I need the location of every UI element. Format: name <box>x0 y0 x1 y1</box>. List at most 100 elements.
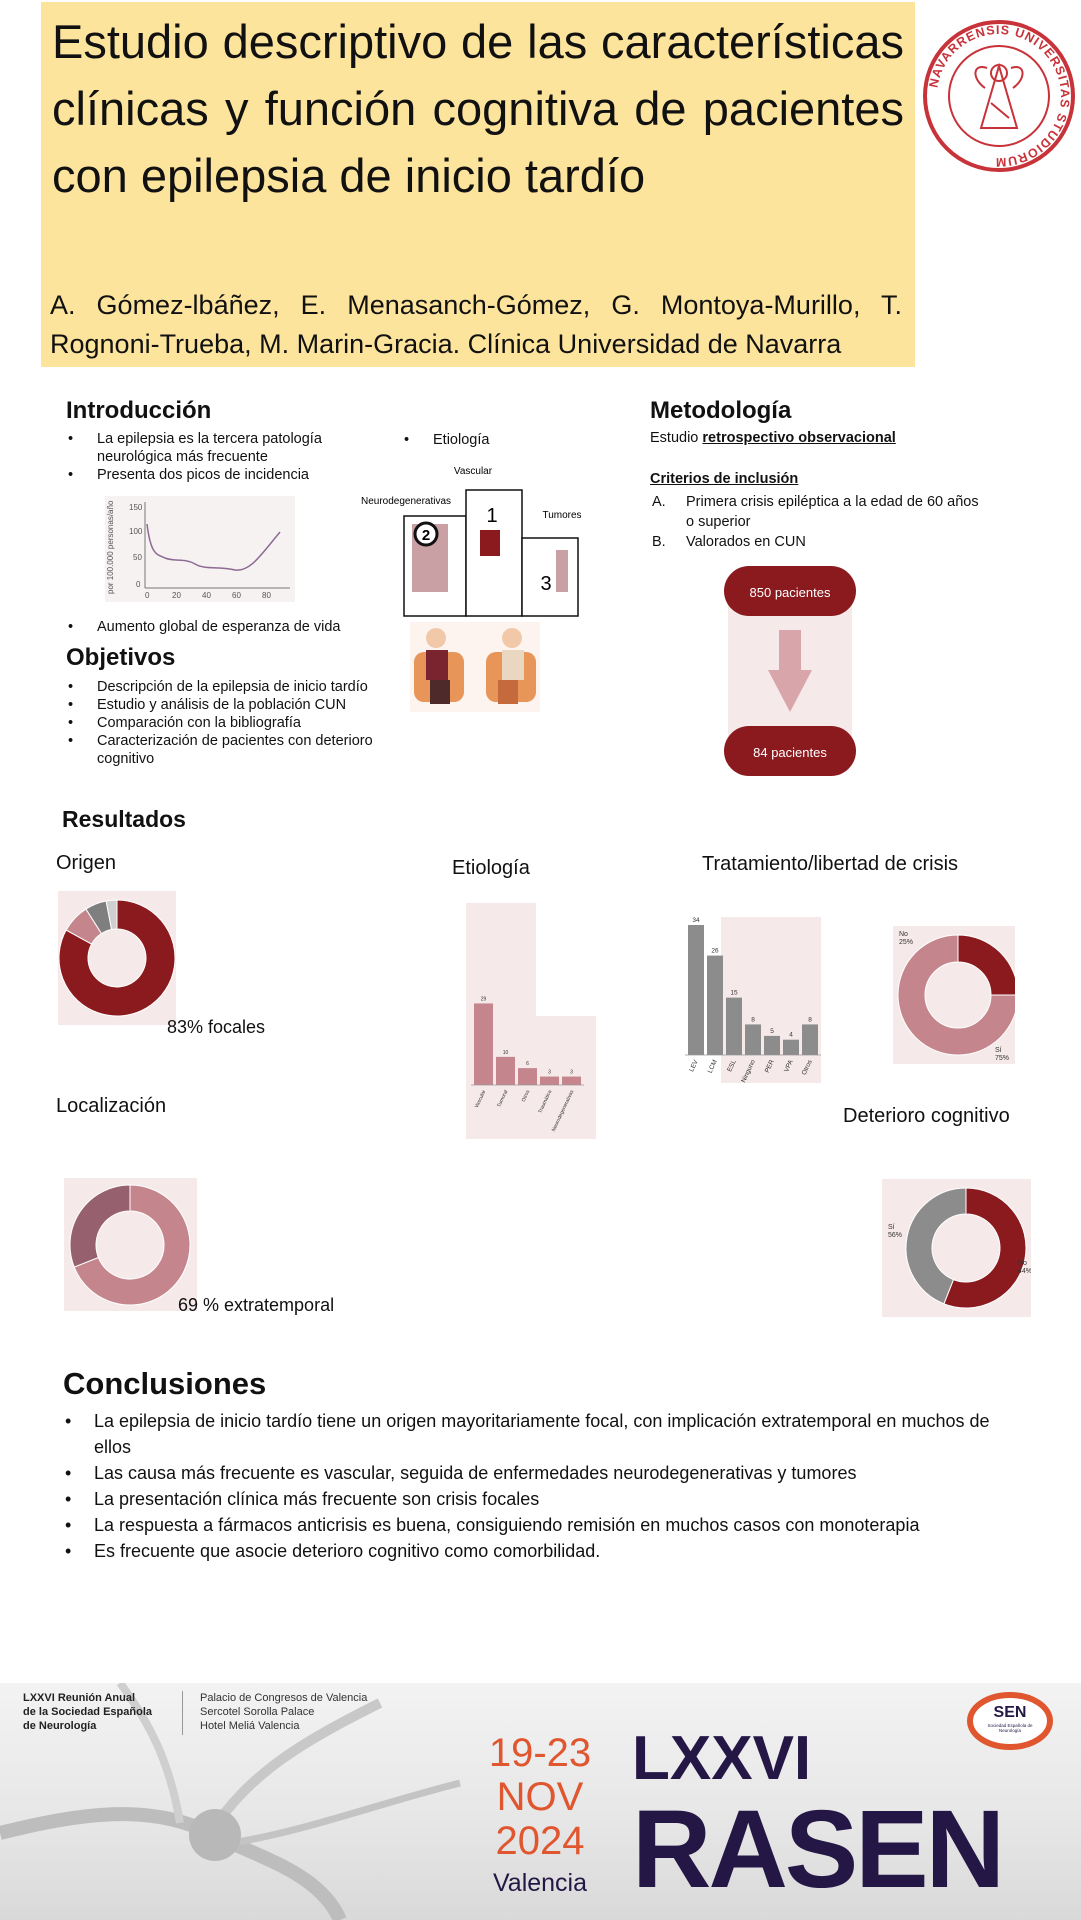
criterion-letter: A. <box>652 494 666 510</box>
objetivo-bullet: Descripción de la epilepsia de inicio ta… <box>66 678 411 696</box>
sen-logo: SEN Sociedad Española de Neurología <box>964 1689 1056 1755</box>
meeting-name: LXXVI Reunión Anual de la Sociedad Españ… <box>23 1691 152 1733</box>
bar-neurodegenerativas <box>562 1076 581 1085</box>
localizacion-donut-chart <box>69 1184 191 1306</box>
bar-value-label: 29 <box>481 996 487 1002</box>
donut-slice-other-3 <box>105 899 118 931</box>
donut-slice-label: No <box>1018 1260 1027 1267</box>
authors-line: A. Gómez-lbáñez, E. Menasanch-Gómez, G. … <box>50 290 902 359</box>
intro-bullet-list: La epilepsia es la tercera patología neu… <box>66 430 366 484</box>
intro-bullet: Aumento global de esperanza de vida <box>66 618 406 636</box>
brand-top: LXXVI <box>632 1724 812 1793</box>
y-tick: 50 <box>133 553 142 562</box>
date-line: 2024 <box>495 1819 585 1863</box>
bar-category-label: VPA <box>783 1058 795 1073</box>
conference-city: Valencia <box>492 1869 588 1897</box>
bar-value-label: 15 <box>730 990 738 997</box>
donut-slice-label: Sí <box>888 1224 895 1231</box>
meeting-line: de la Sociedad Española <box>23 1706 152 1718</box>
conclusion-bullet: Las causa más frecuente es vascular, seg… <box>63 1460 1013 1486</box>
bar-value-label: 8 <box>808 1016 812 1023</box>
criterion-text: Primera crisis epiléptica a la edad de 6… <box>686 494 979 530</box>
study-type-value: retrospectivo observacional <box>702 430 896 446</box>
tratamiento-title: Tratamiento/libertad de crisis <box>702 853 959 875</box>
meeting-line: LXXVI Reunión Anual <box>23 1692 136 1704</box>
bar-category-label: LCM <box>707 1059 719 1074</box>
university-seal-logo: NAVARRENSIS UNIVERSITAS STUDIORUM <box>921 18 1077 179</box>
bar-value-label: 5 <box>770 1028 774 1035</box>
podium-first: 1 <box>486 505 497 527</box>
etiologia-chart-title: Etiología <box>452 857 530 879</box>
bar-value-label: 10 <box>503 1050 509 1056</box>
bar-value-label: 34 <box>692 917 700 924</box>
conclusiones-bullet-list: La epilepsia de inicio tardío tiene un o… <box>63 1408 1013 1564</box>
bar-category-label: ESL <box>726 1059 738 1073</box>
venue: Palacio de Congresos de Valencia Sercote… <box>200 1691 367 1733</box>
origen-chart-bg <box>58 891 176 1025</box>
bar-value-label: 3 <box>548 1070 551 1076</box>
metodologia-heading: Metodología <box>650 397 792 424</box>
criterion-item: A. Primera crisis epiléptica a la edad d… <box>650 492 980 532</box>
bar-traumática <box>540 1076 559 1085</box>
objetivo-bullet: Comparación con la bibliografía <box>66 714 411 732</box>
incidence-chart: por 100.000 personas/año 150 100 50 0 0 … <box>105 496 295 607</box>
etiology-podium: Vascular Neurodegenerativas Tumores 1 2 … <box>360 462 590 627</box>
conference-footer-banner: LXXVI Reunión Anual de la Sociedad Españ… <box>0 1683 1081 1920</box>
incidence-ylabel: por 100.000 personas/año <box>106 500 115 594</box>
x-tick: 80 <box>262 591 271 600</box>
brand-bottom: RASEN <box>632 1788 1005 1911</box>
y-tick: 100 <box>129 527 143 536</box>
date-line: NOV <box>496 1775 584 1819</box>
origen-title: Origen <box>56 852 117 874</box>
conclusion-bullet: La epilepsia de inicio tardío tiene un o… <box>63 1408 1013 1460</box>
flow-top-label: 850 pacientes <box>750 585 831 600</box>
origen-note: 83% focales <box>167 1017 266 1037</box>
podium-third: 3 <box>540 573 551 595</box>
objetivos-heading: Objetivos <box>66 644 176 671</box>
bar-ninguno <box>745 1024 761 1055</box>
study-type: Estudio retrospectivo observacional <box>650 430 896 446</box>
criteria-list: A. Primera crisis epiléptica a la edad d… <box>650 492 980 552</box>
sen-logo-text: SEN <box>993 1704 1027 1721</box>
podium-vascular-label: Vascular <box>454 466 493 477</box>
donut-slice-temporal <box>69 1184 131 1268</box>
conclusiones-heading: Conclusiones <box>63 1366 267 1401</box>
y-tick: 0 <box>136 580 141 589</box>
podium-neurodeg-label: Neurodegenerativas <box>361 496 451 507</box>
bar-value-label: 4 <box>789 1032 793 1039</box>
bar-otros <box>518 1068 537 1085</box>
donut-slice-label: Sí <box>995 1047 1002 1054</box>
criterion-item: B. Valorados en CUN <box>650 532 980 552</box>
localizacion-note: 69 % extratemporal <box>178 1295 335 1315</box>
patient-flow-diagram: 850 pacientes 84 pacientes <box>722 566 858 785</box>
intro-bullet-list-2: Aumento global de esperanza de vida <box>66 618 406 636</box>
y-tick: 150 <box>129 503 143 512</box>
arrow-down-icon <box>768 670 812 712</box>
bar-lcm <box>707 955 723 1055</box>
bar-otros <box>802 1024 818 1055</box>
podium-second: 2 <box>422 527 430 544</box>
intro-heading: Introducción <box>66 397 212 424</box>
criterion-letter: B. <box>652 534 666 550</box>
bar-value-label: 26 <box>711 948 719 955</box>
conference-dates: 19-23 NOV 2024 <box>480 1731 600 1863</box>
venue-line: Palacio de Congresos de Valencia <box>200 1692 368 1704</box>
bar-vpa <box>783 1039 799 1055</box>
etiologia-bullet-list: Etiología <box>402 431 552 449</box>
study-prefix: Estudio <box>650 430 703 446</box>
donut-slice-focal <box>58 899 176 1017</box>
donut-slice-no <box>957 934 1019 996</box>
donut-slice-s- <box>943 1187 1027 1309</box>
objetivo-bullet: Estudio y análisis de la población CUN <box>66 696 411 714</box>
poster-title: Estudio descriptivo de las característic… <box>52 15 904 202</box>
venue-line: Sercotel Sorolla Palace <box>200 1706 315 1718</box>
sen-logo-subtext: Sociedad Española de Neurología <box>987 1723 1033 1733</box>
bar-esl <box>726 997 742 1055</box>
donut-slice-label: No <box>899 931 908 938</box>
podium-tumores-label: Tumores <box>542 510 581 521</box>
